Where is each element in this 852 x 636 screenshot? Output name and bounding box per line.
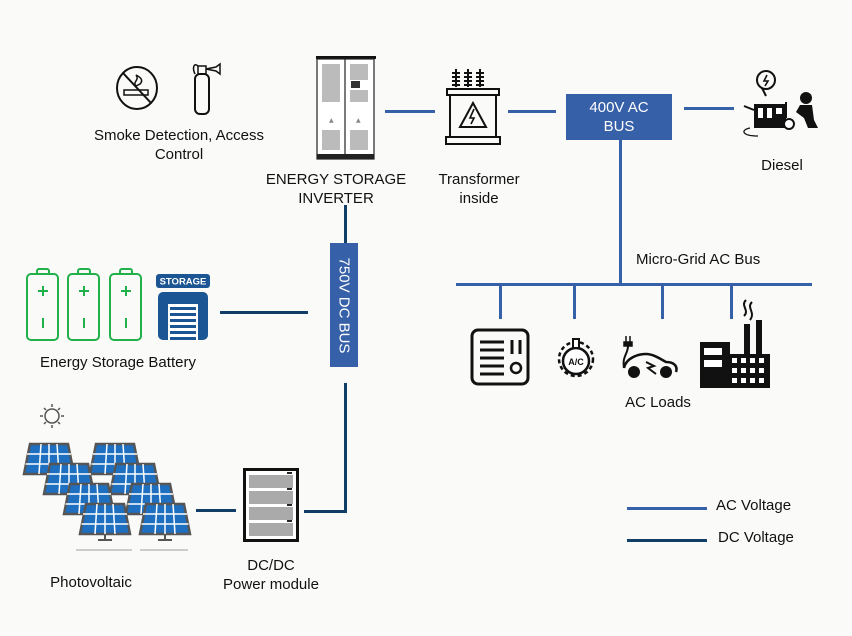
ac-bus-label-line1: 400V AC bbox=[589, 99, 649, 116]
edge-inverter-dcbus bbox=[344, 205, 347, 243]
battery-label: Energy Storage Battery bbox=[40, 354, 196, 371]
microgrid-label: Micro-Grid AC Bus bbox=[636, 251, 761, 268]
safety-label-line2: Control bbox=[154, 146, 204, 163]
transformer-icon bbox=[445, 69, 501, 145]
dcdc-label-line2: Power module bbox=[223, 576, 319, 593]
ac-bus-box: 400V AC BUS bbox=[566, 94, 672, 140]
diesel-label: Diesel bbox=[761, 157, 803, 174]
appliance-panel-icon bbox=[470, 328, 530, 386]
edge-transformer-acbus bbox=[508, 110, 556, 113]
fire-extinguisher-icon bbox=[192, 62, 221, 115]
microgrid-bus-line bbox=[456, 283, 812, 286]
legend-dc-swatch bbox=[627, 539, 707, 542]
inverter-label-line2: INVERTER bbox=[298, 190, 374, 207]
transformer-label-line1: Transformer bbox=[438, 171, 520, 188]
solar-panels-icon bbox=[22, 404, 192, 551]
microgrid-drop-4 bbox=[730, 284, 733, 319]
legend-ac-label: AC Voltage bbox=[716, 497, 792, 514]
svg-text:▲: ▲ bbox=[356, 117, 361, 124]
edge-battery-dcbus bbox=[220, 311, 308, 314]
power-module-icon bbox=[243, 468, 299, 542]
ac-loads-label: AC Loads bbox=[625, 394, 691, 411]
inverter-label-line1: ENERGY STORAGE bbox=[265, 171, 407, 188]
electric-car-icon bbox=[622, 336, 678, 378]
microgrid-drop-1 bbox=[499, 284, 502, 319]
microgrid-drop-3 bbox=[661, 284, 664, 319]
pv-label: Photovoltaic bbox=[50, 574, 132, 591]
battery-icon bbox=[26, 268, 59, 341]
edge-dcbus-dcdc-horizontal bbox=[304, 510, 347, 513]
storage-unit-icon: STORAGE bbox=[156, 274, 210, 340]
dcdc-label-line1: DC/DC bbox=[247, 557, 295, 574]
dc-bus-box: 750V DC BUS bbox=[330, 243, 358, 367]
legend-dc-label: DC Voltage bbox=[718, 529, 794, 546]
legend-ac-swatch bbox=[627, 507, 707, 510]
air-conditioner-icon: A/C bbox=[557, 338, 595, 378]
battery-icon bbox=[109, 268, 142, 341]
safety-label-line1: Smoke Detection, Access bbox=[93, 127, 265, 144]
ac-bus-label-line2: BUS bbox=[603, 118, 635, 135]
edge-dcbus-dcdc-vertical bbox=[344, 383, 347, 513]
edge-pv-dcdc bbox=[196, 509, 236, 512]
microgrid-drop-2 bbox=[573, 284, 576, 319]
ac-unit-text: A/C bbox=[568, 357, 584, 367]
inverter-cabinet-icon: ▲ ▲ bbox=[316, 56, 376, 160]
diesel-generator-icon bbox=[743, 70, 818, 137]
transformer-label-line2: inside bbox=[459, 190, 499, 207]
sun-icon bbox=[40, 404, 64, 428]
battery-icon bbox=[67, 268, 100, 341]
edge-acbus-microgrid bbox=[619, 140, 622, 285]
no-smoking-icon bbox=[116, 66, 158, 110]
svg-text:▲: ▲ bbox=[329, 117, 334, 124]
storage-badge-text: STORAGE bbox=[160, 277, 207, 288]
factory-icon bbox=[700, 299, 770, 388]
dc-bus-label: 750V DC BUS bbox=[335, 257, 353, 353]
edge-acbus-diesel bbox=[684, 107, 734, 110]
edge-inverter-transformer bbox=[385, 110, 435, 113]
